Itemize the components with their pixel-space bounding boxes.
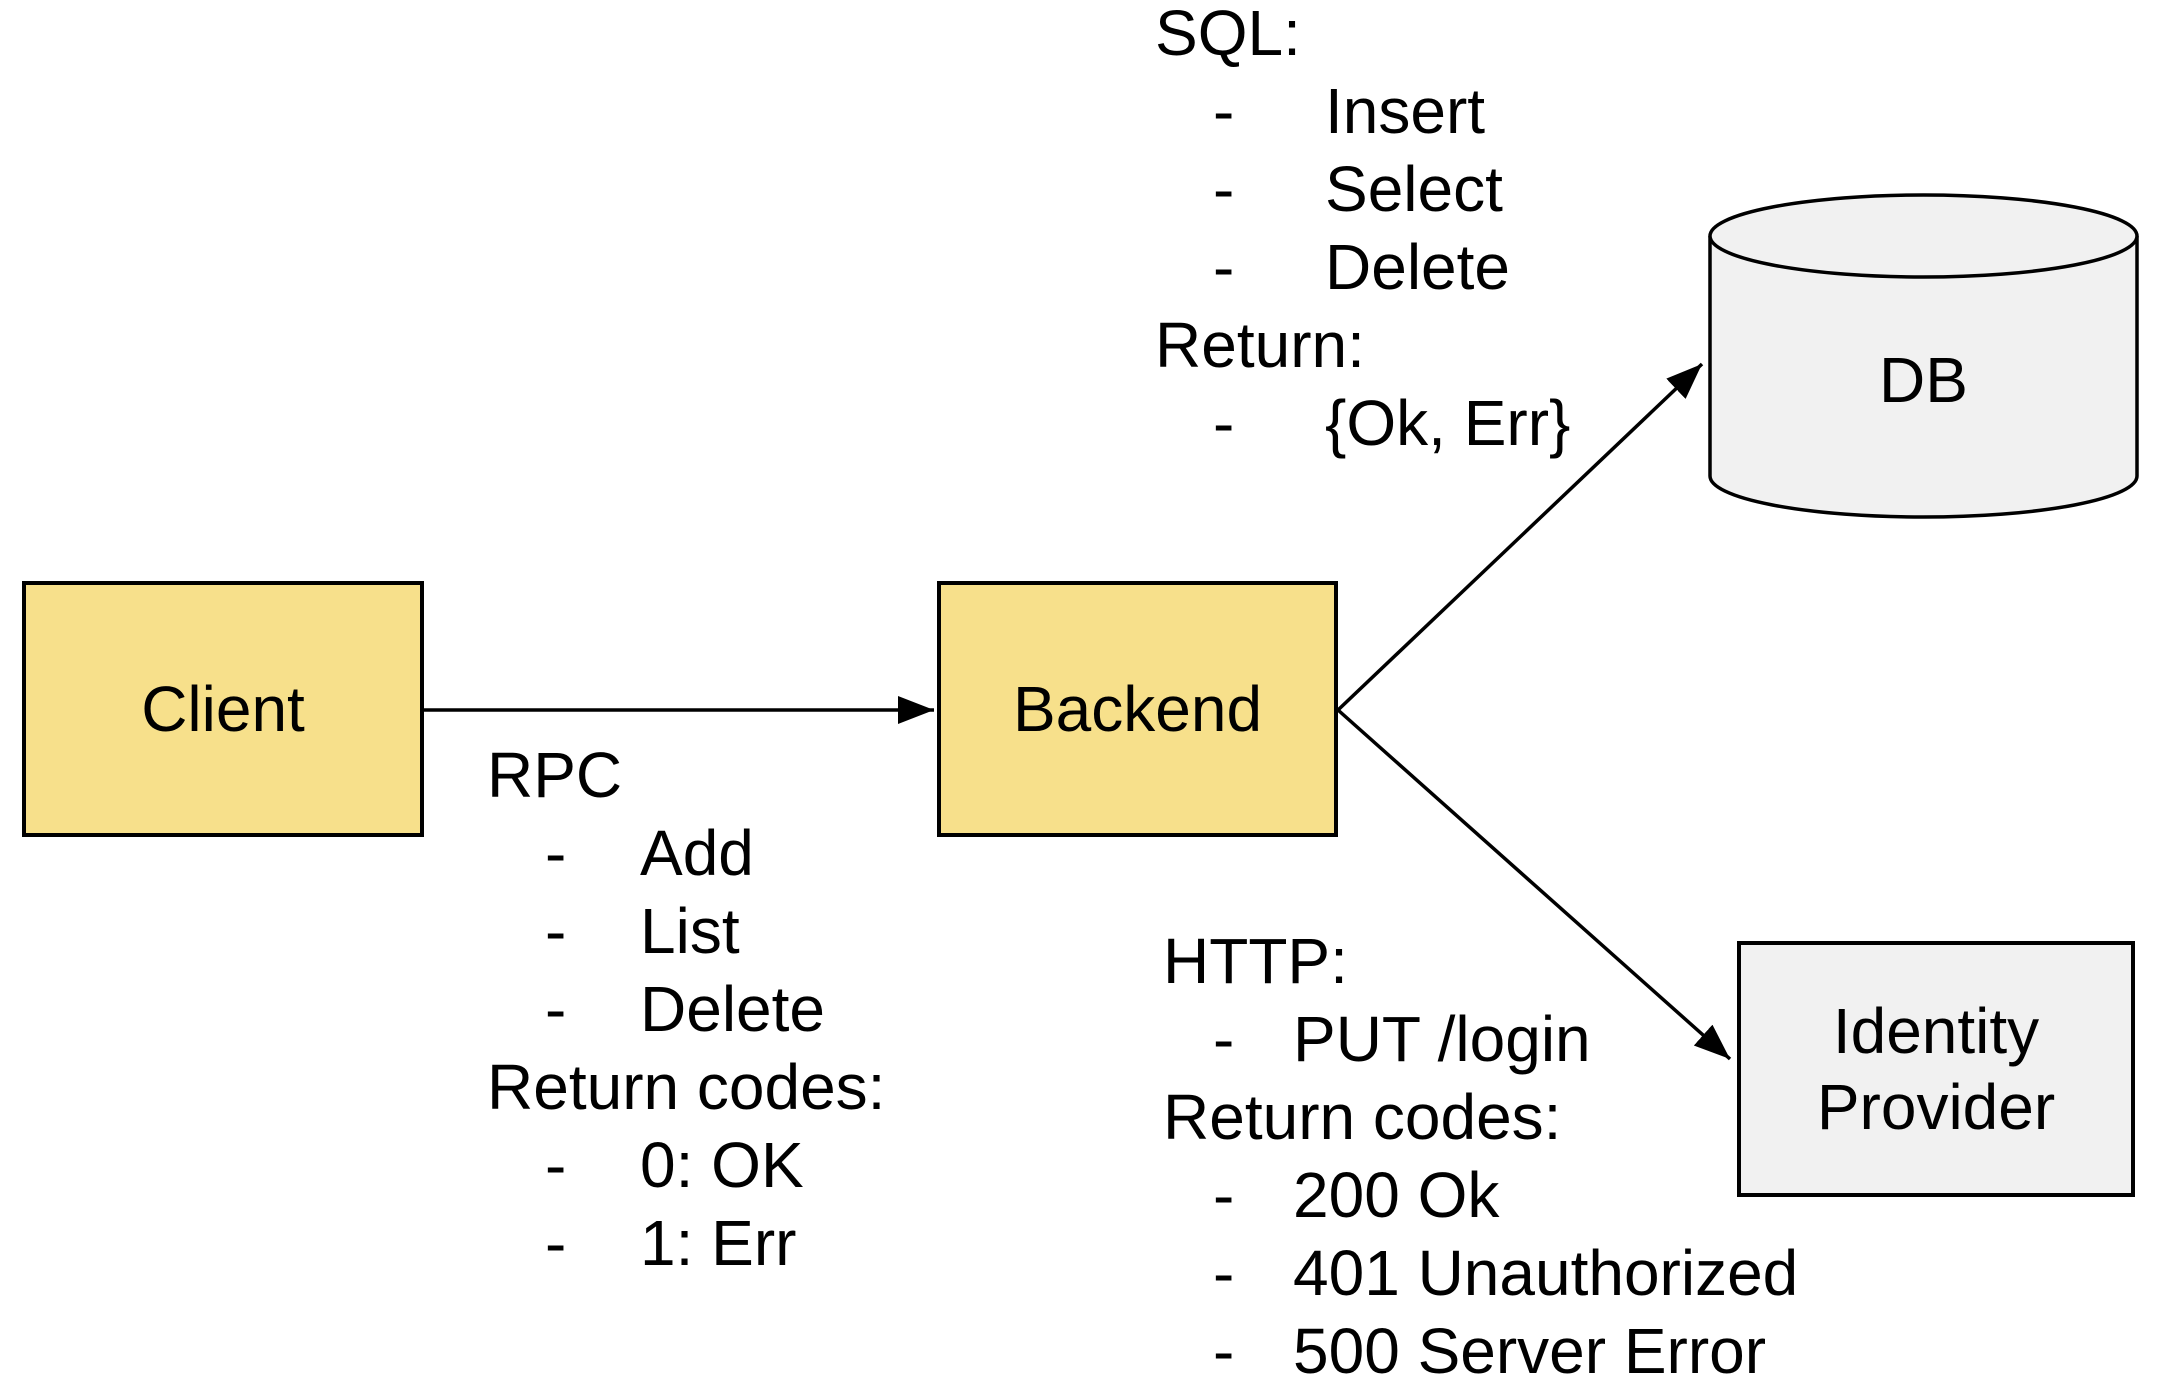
annotation-line: -PUT /login [1163,1000,1798,1078]
annotation-text: HTTP: [1163,925,1348,997]
annotation-text: 0: OK [640,1129,804,1201]
bullet-dash: - [1213,387,1235,459]
bullet-dash: - [1213,231,1235,303]
annotation-text: Delete [640,973,825,1045]
client-node-label: Client [141,673,305,745]
annotation-text: Return: [1155,309,1365,381]
sql-annotation-block: SQL: - Insert - Select - Delete Return: - {O… [1155,0,1570,462]
bullet-dash: - [1213,1003,1235,1075]
annotation-text: List [640,895,740,967]
annotation-text: Select [1325,153,1503,225]
annotation-text: 500 Server Error [1293,1315,1767,1387]
client-node: Client [22,581,424,837]
annotation-line: HTTP: [1163,922,1798,1000]
bullet-dash: - [1213,75,1235,147]
bullet-dash: - [1213,153,1235,225]
db-node-label: DB [1879,344,1968,416]
bullet-dash: - [545,973,567,1045]
backend-node-label: Backend [1012,673,1263,745]
annotation-line: -500 Server Error [1163,1312,1798,1390]
annotation-line: - 1: Err [487,1204,885,1282]
annotation-line: -200 Ok [1163,1156,1798,1234]
backend-db-arrow [1336,362,1704,712]
annotation-text: Return codes: [1163,1081,1562,1153]
annotation-line: - Delete [487,970,885,1048]
annotation-line: Return codes: [487,1048,885,1126]
annotation-line: Return codes: [1163,1078,1798,1156]
identity-provider-label-line1: Identity [1832,995,2040,1067]
bullet-dash: - [545,1207,567,1279]
bullet-dash: - [545,817,567,889]
annotation-line: SQL: [1155,0,1570,72]
annotation-text: Add [640,817,754,889]
annotation-text: Delete [1325,231,1510,303]
backend-node: Backend [937,581,1338,837]
annotation-text: PUT /login [1293,1003,1591,1075]
annotation-text: RPC [487,739,623,811]
annotation-text: 401 Unauthorized [1293,1237,1799,1309]
annotation-line: -401 Unauthorized [1163,1234,1798,1312]
annotation-line: - Delete [1155,228,1570,306]
annotation-line: - 0: OK [487,1126,885,1204]
annotation-line: - Select [1155,150,1570,228]
annotation-line: - List [487,892,885,970]
identity-provider-label-line2: Provider [1816,1071,2056,1143]
bullet-dash: - [1213,1159,1235,1231]
annotation-line: Return: [1155,306,1570,384]
annotation-text: 200 Ok [1293,1159,1500,1231]
annotation-text: {Ok, Err} [1325,387,1571,459]
annotation-text: 1: Err [640,1207,797,1279]
annotation-text: Return codes: [487,1051,886,1123]
bullet-dash: - [1213,1315,1235,1387]
annotation-line: - Add [487,814,885,892]
db-cylinder [1708,193,2139,519]
annotation-text: SQL: [1155,0,1301,69]
http-annotation-block: HTTP: -PUT /login Return codes: -200 Ok … [1163,922,1798,1390]
bullet-dash: - [545,1129,567,1201]
identity-provider-node: Identity Provider [1737,941,2135,1197]
backend-identity-provider-arrow [1336,708,1732,1061]
bullet-dash: - [1213,1237,1235,1309]
db-cylinder-top [1708,193,2139,279]
annotation-line: - Insert [1155,72,1570,150]
bullet-dash: - [545,895,567,967]
rpc-annotation-block: RPC - Add - List - Delete Return codes: - 0:… [487,736,885,1282]
annotation-line: - {Ok, Err} [1155,384,1570,462]
annotation-line: RPC [487,736,885,814]
annotation-text: Insert [1325,75,1486,147]
